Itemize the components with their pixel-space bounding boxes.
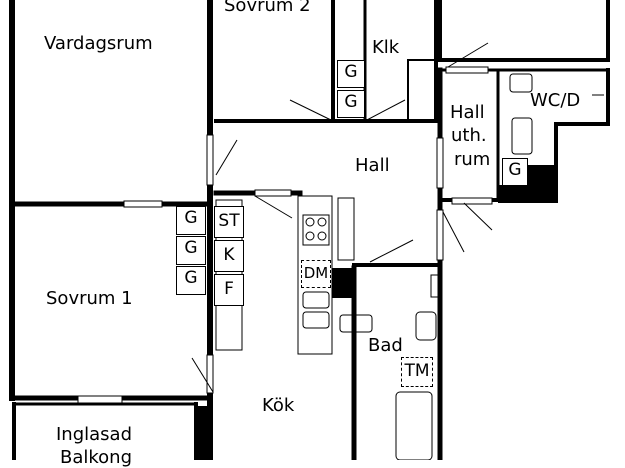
room-label-sovrum-1: Sovrum 1 bbox=[46, 288, 133, 309]
room-label-sovrum-2: Sovrum 2 bbox=[224, 0, 311, 16]
room-label-hall-uth-line2: uth. bbox=[451, 125, 487, 146]
dryer-box-tm: TM bbox=[401, 357, 433, 387]
door-swings bbox=[191, 42, 493, 393]
wardrobe-box: G bbox=[176, 236, 206, 265]
room-label-hall-uth-line1: Hall bbox=[450, 102, 485, 123]
room-label-balkong-line2: Balkong bbox=[60, 447, 133, 468]
dishwasher-box-dm: DM bbox=[301, 260, 331, 288]
storage-box-st: ST bbox=[214, 206, 244, 238]
wardrobe-box: G bbox=[176, 266, 206, 295]
bathroom-fixtures bbox=[339, 73, 604, 460]
room-label-hall: Hall bbox=[355, 155, 390, 176]
room-label-kok: Kök bbox=[262, 395, 295, 416]
windows bbox=[77, 66, 493, 404]
walls bbox=[9, 0, 610, 460]
room-label-balkong-line1: Inglasad bbox=[56, 424, 133, 445]
wardrobe-box: G bbox=[176, 206, 206, 235]
room-label-hall-uth-line3: rum bbox=[454, 149, 491, 170]
freezer-box-f: F bbox=[214, 274, 244, 306]
wardrobe-box: G bbox=[502, 158, 528, 186]
room-label-vardagsrum: Vardagsrum bbox=[44, 33, 153, 54]
room-label-bad: Bad bbox=[368, 335, 403, 356]
wall-blocks bbox=[198, 165, 558, 460]
wardrobe-box: G bbox=[337, 60, 365, 88]
room-label-klk: Klk bbox=[372, 37, 400, 58]
wardrobe-box: G bbox=[337, 90, 365, 118]
room-label-wc-d: WC/D bbox=[530, 90, 581, 111]
fridge-box-k: K bbox=[214, 240, 244, 272]
